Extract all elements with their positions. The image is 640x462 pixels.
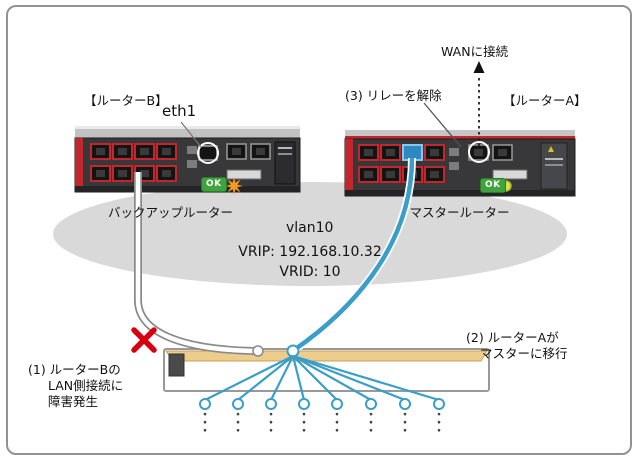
lan-cable-router-a: [291, 157, 416, 354]
router-b-device: [74, 126, 301, 193]
eth1-callout-line: [180, 121, 202, 148]
vrrp-info: VRIP: 192.168.10.32 VRID: 10: [225, 242, 395, 282]
router-a-title: 【ルーターA】: [503, 93, 587, 108]
step3-label: (3) リレーを解除: [345, 88, 442, 103]
switch-connector-a: [286, 344, 300, 358]
diagram-border: [6, 5, 632, 455]
relay-callout-line: [423, 102, 462, 148]
ok-indicator-router-a: OK: [480, 178, 506, 193]
step2-label: (2) ルーターAが マスターに移行: [466, 330, 568, 362]
eth1-port-highlight: [197, 142, 219, 164]
step1-label: (1) ルーターBの LAN側接続に 障害発生: [28, 362, 123, 410]
lan-uplink-port: [402, 144, 423, 161]
warning-triangle-icon: [548, 146, 554, 152]
wan-arrow-icon: [473, 61, 485, 73]
switch-connector-b: [252, 345, 264, 357]
wan-label: WANに接続: [441, 44, 509, 59]
step1-line3: 障害発生: [48, 394, 99, 409]
step1-line1: (1) ルーターBの: [28, 362, 121, 377]
step2-line2: マスターに移行: [480, 346, 568, 361]
router-a-device: [344, 130, 576, 197]
vrip-label: VRIP: 192.168.10.32: [238, 244, 382, 260]
failure-x-icon: [131, 327, 157, 353]
eth1-label: eth1: [162, 102, 197, 120]
step1-line2: LAN側接続に: [48, 378, 124, 393]
ok-indicator-router-b: OK: [201, 177, 227, 192]
network-segment-ellipse: [53, 182, 567, 286]
eth1-port: [198, 145, 218, 161]
wan-port-highlight: [468, 141, 490, 163]
master-router-label: マスタールーター: [409, 205, 510, 220]
ok-blink-icon: [225, 177, 243, 195]
step2-line1: (2) ルーターAが: [466, 330, 559, 345]
lan-cable-router-b: [134, 172, 259, 355]
vlan-label: vlan10: [286, 220, 334, 236]
client-nodes: [199, 398, 445, 410]
client-continuation-dots: [203, 412, 441, 438]
vrid-label: VRID: 10: [279, 264, 341, 280]
backup-router-label: バックアップルーター: [108, 205, 234, 220]
client-fanout-lines: [204, 354, 440, 402]
router-b-title: 【ルーターB】: [84, 93, 168, 108]
